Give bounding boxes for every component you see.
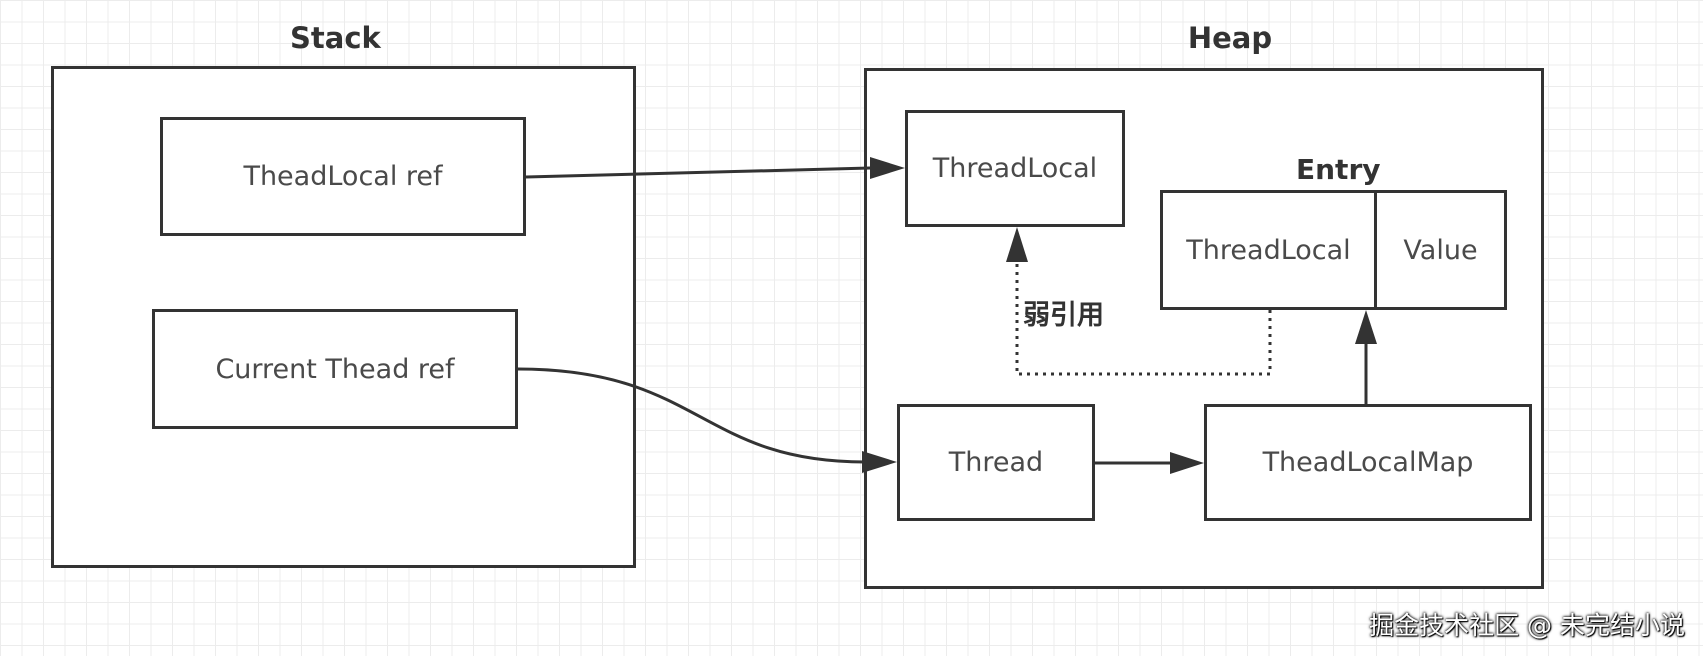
stack-title: Stack	[290, 21, 381, 55]
threadlocal-ref-node: TheadLocal ref	[160, 117, 526, 236]
threadlocalmap-node: TheadLocalMap	[1204, 404, 1532, 521]
entry-title: Entry	[1296, 153, 1381, 186]
thread-node: Thread	[897, 404, 1095, 521]
watermark: 掘金技术社区 @ 未完结小说	[1369, 611, 1685, 640]
heap-title: Heap	[1187, 21, 1273, 55]
entry-key-cell: ThreadLocal	[1160, 190, 1377, 310]
entry-value-cell: Value	[1374, 190, 1507, 310]
current-thread-ref-node: Current Thead ref	[152, 309, 518, 429]
weak-reference-label: 弱引用	[1023, 300, 1104, 331]
threadlocal-node: ThreadLocal	[905, 110, 1125, 227]
